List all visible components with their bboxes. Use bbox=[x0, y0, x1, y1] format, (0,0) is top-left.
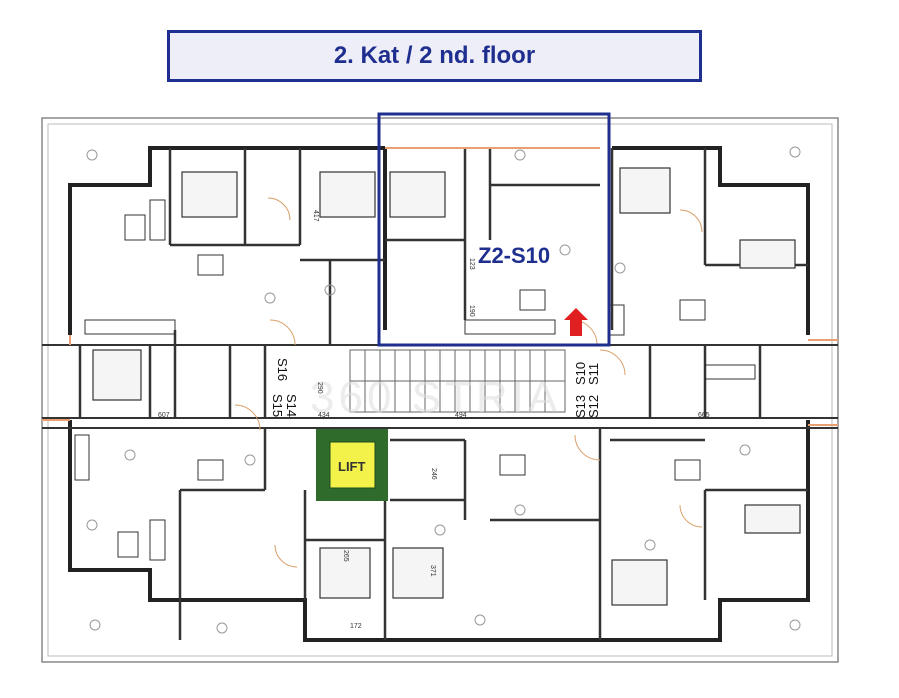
unit-codes: S16 S14 S15 S11 S10 S12 S13 bbox=[270, 358, 601, 418]
exterior-walls bbox=[68, 146, 810, 642]
staircase bbox=[349, 349, 566, 413]
balcony-rails bbox=[42, 147, 838, 426]
kitchen-counters bbox=[74, 304, 756, 481]
dim-290: 290 bbox=[316, 382, 323, 394]
unit-highlight-box bbox=[377, 112, 611, 347]
door-swings bbox=[234, 197, 703, 568]
watermark-text: 360 STRIA bbox=[310, 373, 561, 422]
dim-246: 246 bbox=[430, 468, 437, 480]
title-banner: 2. Kat / 2 nd. floor bbox=[167, 30, 702, 82]
furniture-tables bbox=[117, 199, 706, 561]
label-s12: S12 bbox=[586, 395, 601, 418]
dim-265: 265 bbox=[342, 550, 349, 562]
light-fixtures bbox=[86, 146, 801, 634]
furniture-beds bbox=[92, 167, 801, 606]
label-s16: S16 bbox=[275, 358, 290, 381]
dim-123: 123 bbox=[468, 258, 475, 270]
dim-607: 607 bbox=[158, 412, 170, 419]
label-s15: S15 bbox=[270, 394, 285, 417]
dim-665: 665 bbox=[698, 412, 710, 419]
label-s13: S13 bbox=[573, 395, 588, 418]
dim-172: 172 bbox=[350, 623, 362, 630]
unit-label: Z2-S10 bbox=[478, 243, 550, 268]
dim-494: 494 bbox=[455, 412, 467, 419]
dim-190: 190 bbox=[468, 305, 475, 317]
label-s14: S14 bbox=[284, 394, 299, 417]
dim-371: 371 bbox=[429, 565, 436, 577]
building-outline bbox=[41, 117, 839, 663]
page-title: 2. Kat / 2 nd. floor bbox=[333, 42, 536, 69]
label-s10: S10 bbox=[573, 362, 588, 385]
lift-label: LIFT bbox=[338, 459, 365, 474]
building-inner-outline bbox=[47, 123, 833, 657]
lift-car bbox=[329, 441, 376, 489]
interior-walls bbox=[78, 148, 808, 640]
dim-417: 417 bbox=[312, 210, 319, 222]
dimension-labels: 607 434 494 665 290 417 371 265 246 172 … bbox=[158, 210, 710, 630]
entrance-arrow-icon bbox=[564, 308, 588, 336]
dim-434: 434 bbox=[318, 412, 330, 419]
label-s11: S11 bbox=[586, 363, 601, 385]
